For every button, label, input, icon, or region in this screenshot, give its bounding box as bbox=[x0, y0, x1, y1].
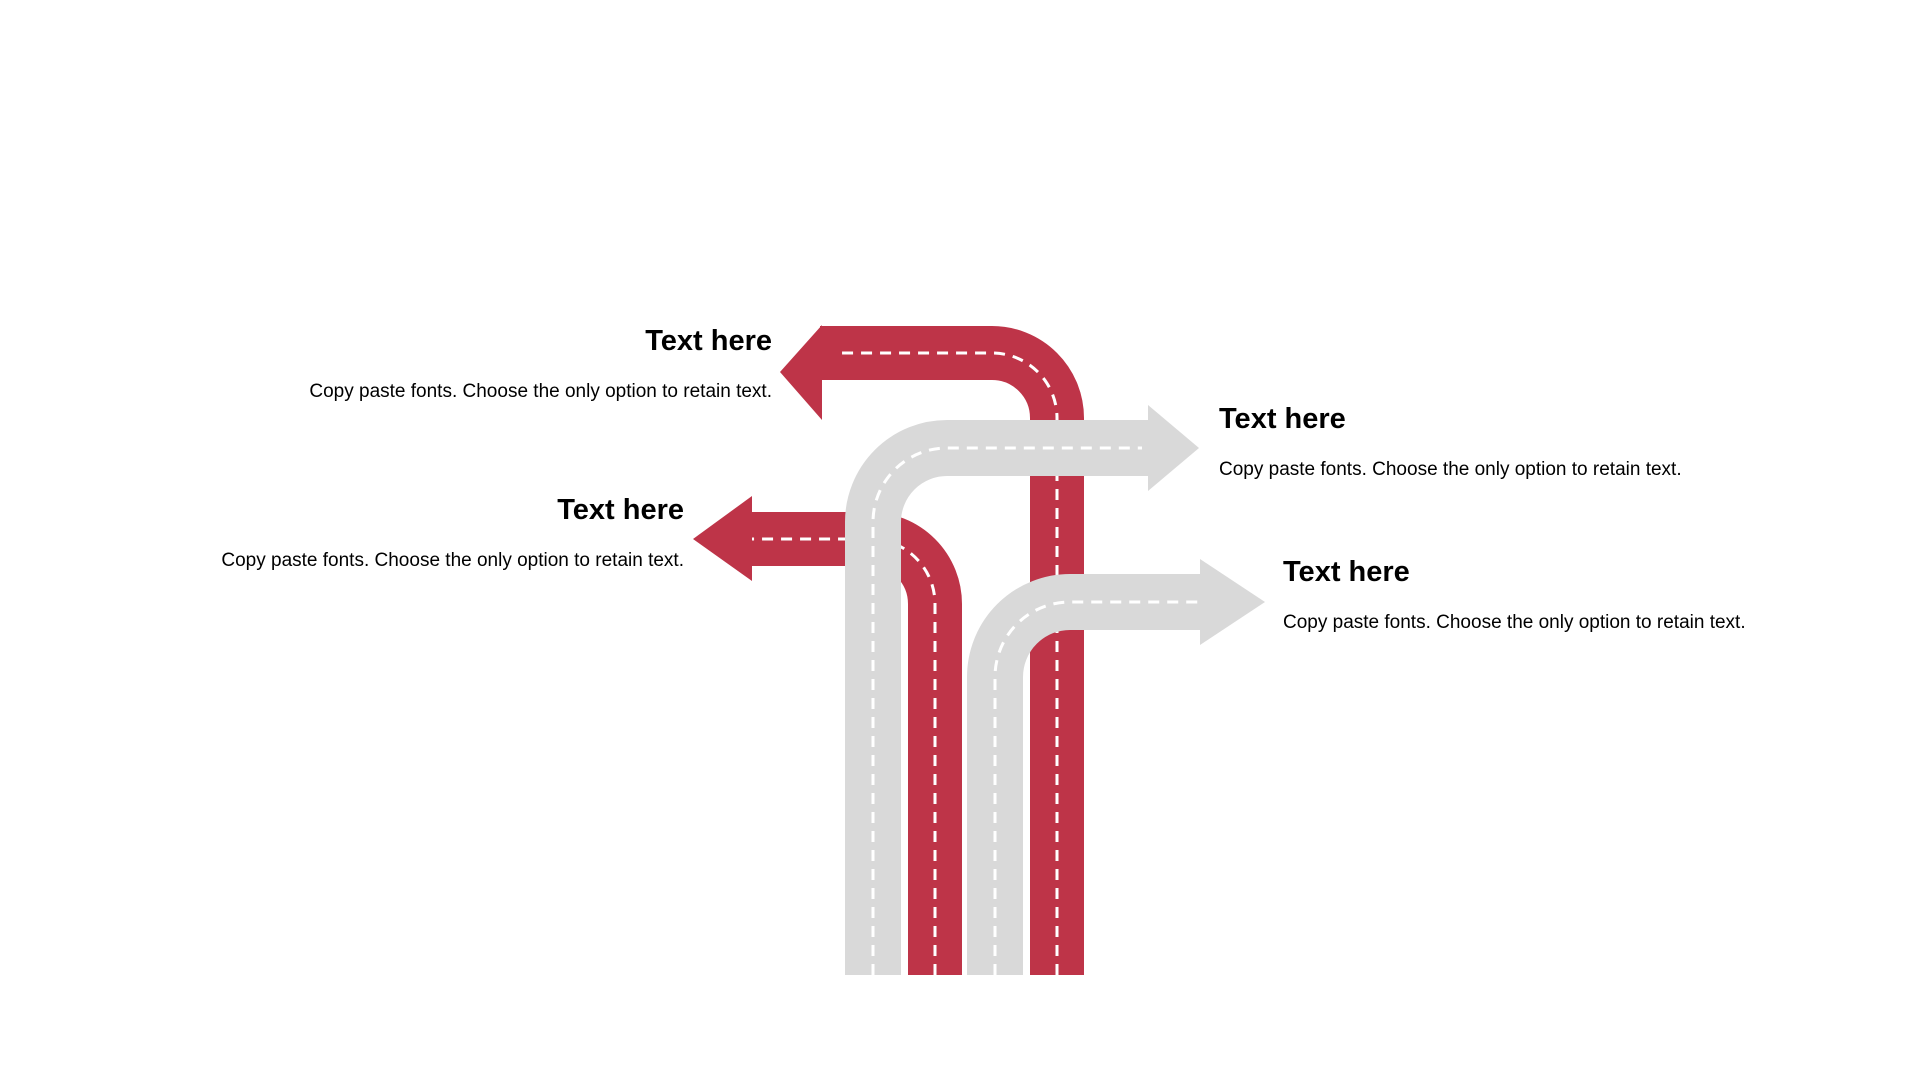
grey-arrowhead-outer bbox=[1148, 405, 1199, 491]
label-description: Copy paste fonts. Choose the only option… bbox=[221, 550, 684, 571]
red-arrowhead-inner bbox=[693, 496, 752, 581]
label-description: Copy paste fonts. Choose the only option… bbox=[1219, 459, 1682, 480]
grey-road-outer-right-arrow bbox=[845, 405, 1199, 975]
label-description: Copy paste fonts. Choose the only option… bbox=[309, 381, 772, 402]
label-title: Text here bbox=[1283, 556, 1410, 588]
red-arrowhead-outer bbox=[780, 325, 822, 420]
label-title: Text here bbox=[1219, 403, 1346, 435]
grey-arrowhead-inner bbox=[1200, 559, 1265, 645]
label-description: Copy paste fonts. Choose the only option… bbox=[1283, 612, 1746, 633]
label-lower-right: Text here Copy paste fonts. Choose the o… bbox=[1283, 555, 1903, 635]
red-road-outer-left-arrow bbox=[780, 325, 1084, 975]
label-middle-left: Text here Copy paste fonts. Choose the o… bbox=[64, 493, 684, 573]
label-title: Text here bbox=[645, 325, 772, 357]
label-top-left: Text here Copy paste fonts. Choose the o… bbox=[152, 324, 772, 404]
label-upper-right: Text here Copy paste fonts. Choose the o… bbox=[1219, 402, 1839, 482]
label-title: Text here bbox=[557, 494, 684, 526]
grey-road-inner-right-arrow bbox=[967, 559, 1265, 975]
